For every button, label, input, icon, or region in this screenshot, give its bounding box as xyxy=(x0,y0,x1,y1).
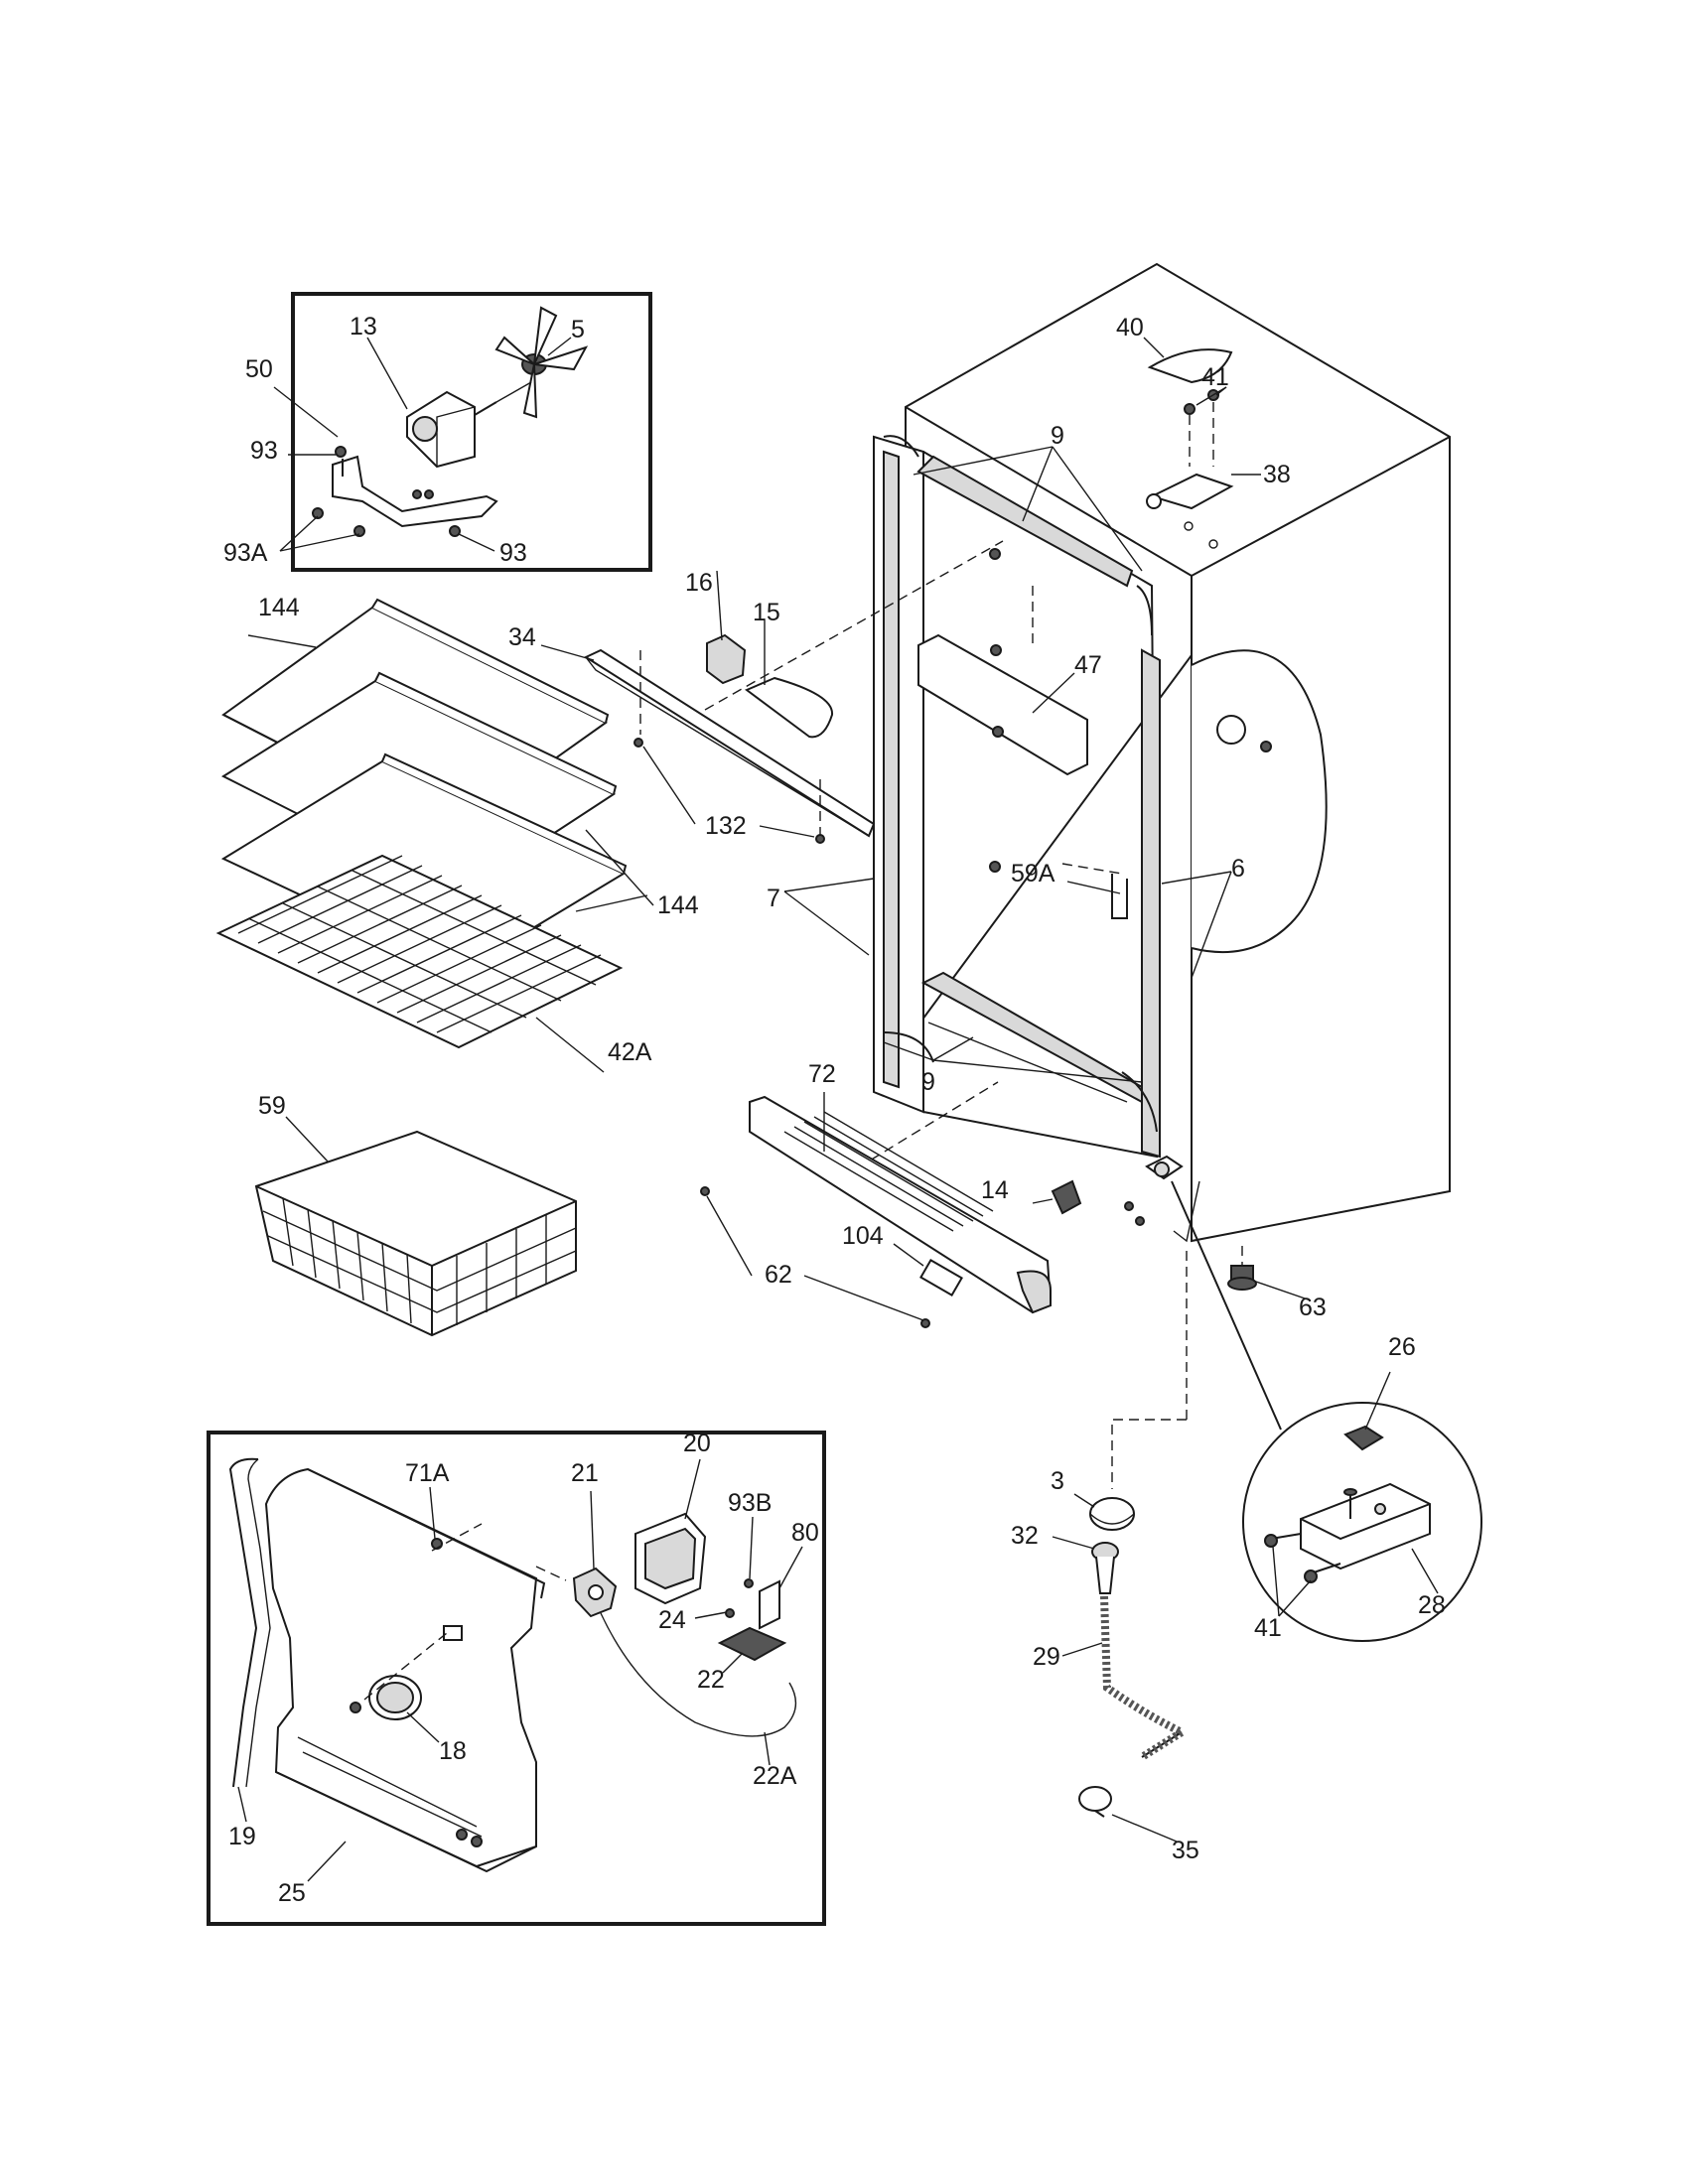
label-50: 50 xyxy=(245,355,273,383)
label-42A: 42A xyxy=(608,1038,652,1066)
bottom-hinge-area xyxy=(1111,1155,1282,1489)
shelves xyxy=(215,598,654,1073)
label-71A: 71A xyxy=(405,1459,450,1487)
freezer-cabinet xyxy=(905,262,1451,1243)
label-14: 14 xyxy=(981,1176,1009,1204)
label-3: 3 xyxy=(1051,1467,1064,1495)
label-93-top: 93 xyxy=(250,437,278,465)
label-18: 18 xyxy=(439,1737,467,1765)
label-47: 47 xyxy=(1074,651,1102,679)
fan-motor-inset xyxy=(273,292,652,572)
label-6: 6 xyxy=(1231,855,1245,883)
label-62: 62 xyxy=(765,1261,792,1289)
label-35: 35 xyxy=(1172,1837,1199,1864)
label-16: 16 xyxy=(685,569,713,597)
label-15: 15 xyxy=(753,599,780,626)
hinge-detail xyxy=(1242,1371,1482,1642)
label-20: 20 xyxy=(683,1430,711,1457)
label-26: 26 xyxy=(1388,1333,1416,1361)
label-22A: 22A xyxy=(753,1762,797,1790)
label-80: 80 xyxy=(791,1519,819,1547)
control-panel-inset xyxy=(207,1431,826,1926)
motor-bracket xyxy=(332,455,498,528)
fan-motor xyxy=(406,381,532,469)
label-24: 24 xyxy=(658,1606,686,1634)
leveling-leg xyxy=(1227,1246,1312,1301)
label-38: 38 xyxy=(1263,461,1291,488)
label-93A: 93A xyxy=(223,539,268,567)
label-132: 132 xyxy=(705,812,747,840)
label-41-top: 41 xyxy=(1201,363,1229,391)
label-93-bottom: 93 xyxy=(499,539,527,567)
label-144-mid: 144 xyxy=(657,891,699,919)
label-59A: 59A xyxy=(1011,860,1055,887)
label-144-top: 144 xyxy=(258,594,300,621)
label-29: 29 xyxy=(1033,1643,1060,1671)
label-7: 7 xyxy=(767,885,780,912)
wire-shelf xyxy=(215,854,624,1049)
label-5: 5 xyxy=(571,316,585,343)
door-switch xyxy=(1032,1179,1082,1215)
label-40: 40 xyxy=(1116,314,1144,341)
label-13: 13 xyxy=(350,313,377,341)
cabinet-liner xyxy=(704,435,1232,1177)
label-72: 72 xyxy=(808,1060,836,1088)
label-9-top: 9 xyxy=(1051,422,1064,450)
label-93B: 93B xyxy=(728,1489,772,1517)
freezer-basket xyxy=(254,1116,577,1337)
top-hinge xyxy=(1146,348,1234,549)
label-22: 22 xyxy=(697,1666,725,1694)
label-41-bottom: 41 xyxy=(1254,1614,1282,1642)
label-104: 104 xyxy=(842,1222,884,1250)
toe-grille xyxy=(700,1092,1053,1328)
label-34: 34 xyxy=(508,623,536,651)
label-9-bottom: 9 xyxy=(921,1068,935,1096)
callout-labels: 13 5 50 93 93A 93 144 144 42A 59 34 16 1… xyxy=(223,313,1446,1907)
label-63: 63 xyxy=(1299,1294,1327,1321)
label-19: 19 xyxy=(228,1823,256,1850)
fan-blade xyxy=(494,306,589,419)
light-assembly xyxy=(540,570,876,844)
label-21: 21 xyxy=(571,1459,599,1487)
label-32: 32 xyxy=(1011,1522,1039,1550)
thermostat-knob-assembly xyxy=(1052,1493,1185,1843)
label-59: 59 xyxy=(258,1092,286,1120)
label-28: 28 xyxy=(1418,1591,1446,1619)
label-25: 25 xyxy=(278,1879,306,1907)
